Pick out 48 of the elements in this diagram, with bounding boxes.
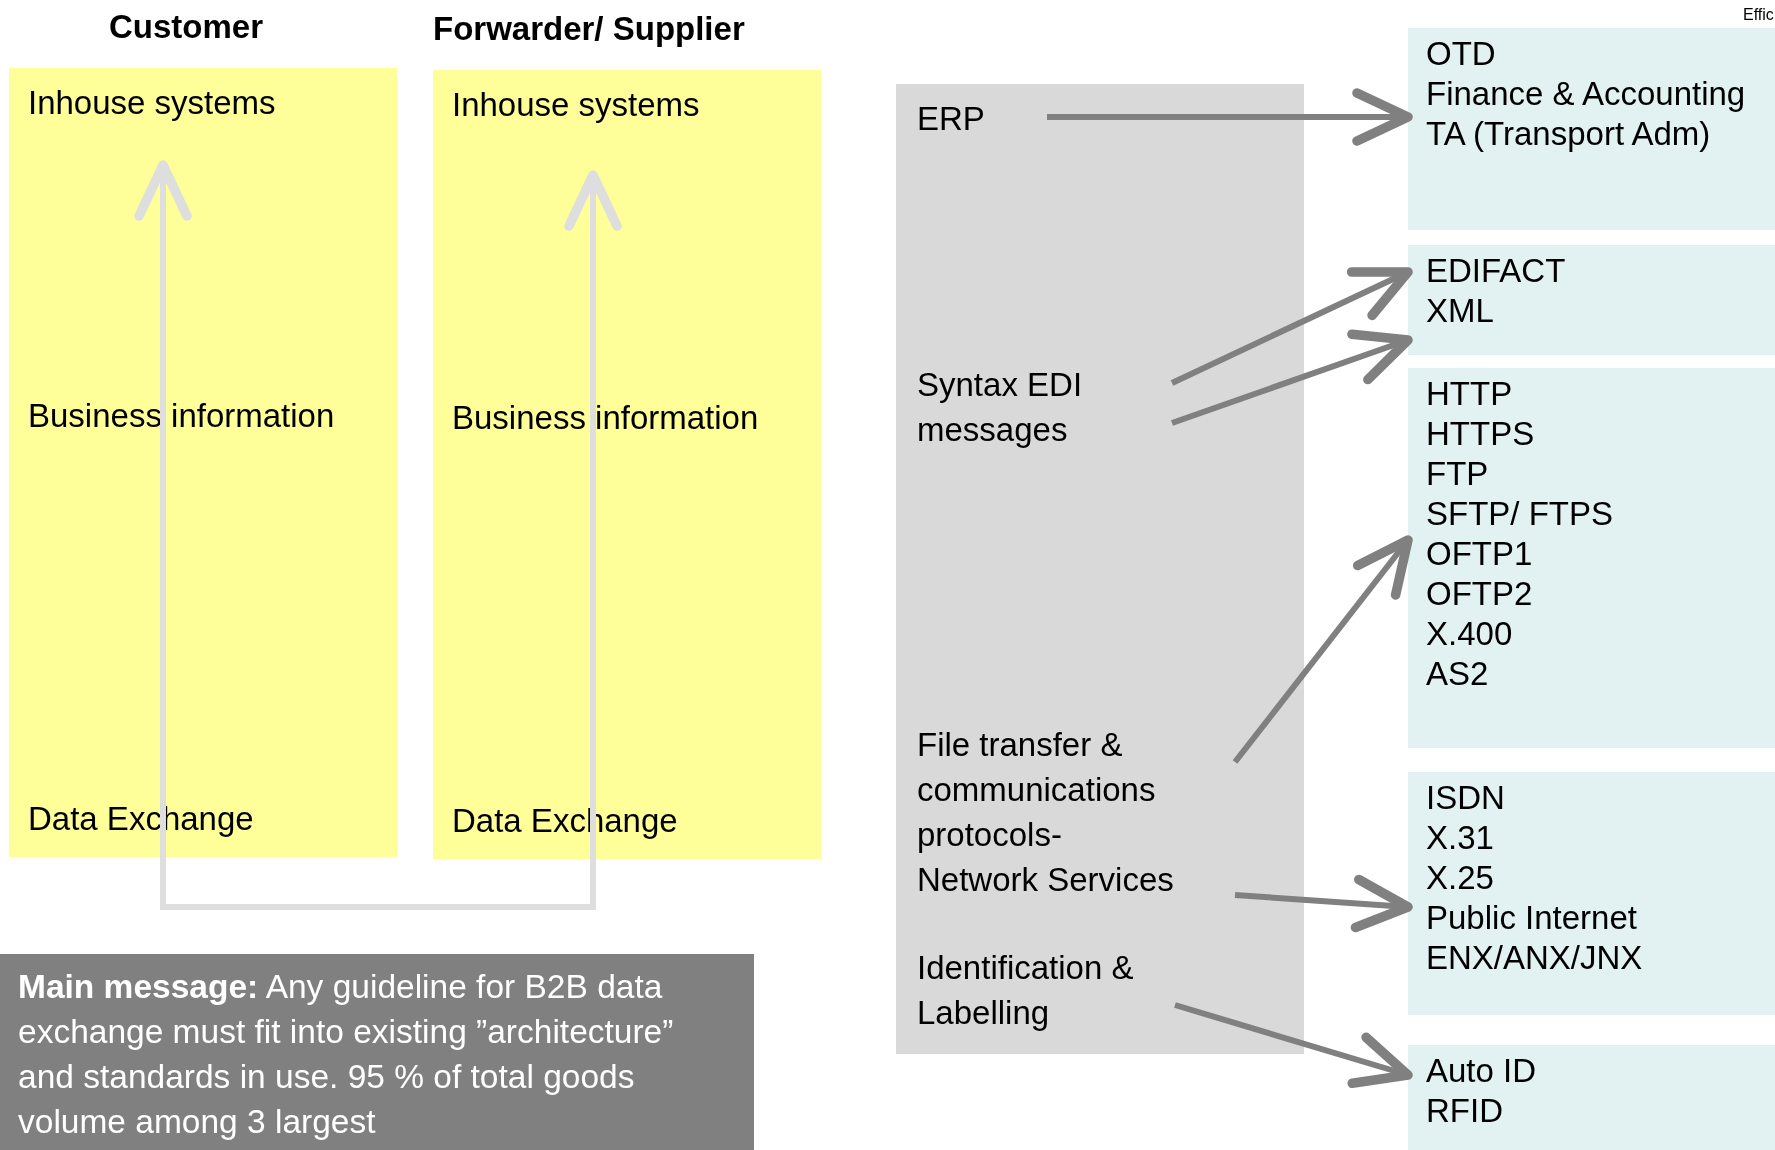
group-panel (896, 84, 1304, 1054)
list-item: Auto ID (1426, 1051, 1538, 1091)
list-item: FTP (1426, 454, 1490, 494)
text-label: Business information (28, 396, 336, 436)
list-panel (1408, 28, 1775, 230)
list-item: OFTP1 (1426, 534, 1534, 574)
main-message-text: Main message: Any guideline for B2B data exchange must fit into existing ”architecture” and standards in use. 95 % of total goods volume among 3 largest (18, 967, 675, 1142)
arrow (1232, 535, 1413, 764)
list-item: HTTP (1426, 374, 1514, 414)
column-heading: Customer (109, 8, 264, 46)
arrow (1047, 88, 1413, 146)
text-label: Data Exchange (452, 801, 679, 841)
list-item: SFTP/ FTPS (1426, 494, 1614, 534)
header-text: Effic (1743, 6, 1774, 24)
list-item: X.31 (1426, 818, 1495, 858)
list-panel (1408, 772, 1775, 1015)
list-item: Public Internet (1426, 898, 1638, 938)
text-label: Syntax EDI messages (917, 365, 1084, 450)
text-label: Data Exchange (28, 799, 255, 839)
list-item: X.25 (1426, 858, 1495, 898)
text-label: File transfer & communications protocols- Network Services (917, 725, 1175, 900)
list-item: OTD (1426, 34, 1497, 74)
list-item: AS2 (1426, 654, 1490, 694)
arrow (1174, 1002, 1413, 1089)
text-label: Inhouse systems (28, 83, 277, 123)
list-item: Finance & Accounting (1426, 74, 1747, 114)
list-item: TA (Transport Adm) (1426, 114, 1712, 154)
list-item: RFID (1426, 1091, 1504, 1131)
list-item: XML (1426, 291, 1495, 331)
message-box (0, 954, 754, 1150)
list-panel (1408, 1045, 1775, 1150)
text-label: ERP (917, 99, 986, 139)
list-item: ISDN (1426, 778, 1506, 818)
text-label: Inhouse systems (452, 85, 701, 125)
list-item: EDIFACT (1426, 251, 1567, 291)
arrow (1234, 874, 1413, 933)
arrow (1170, 267, 1413, 386)
arrow (1171, 329, 1413, 426)
list-item: HTTPS (1426, 414, 1536, 454)
text-label: Identification & Labelling (917, 948, 1135, 1033)
list-item: X.400 (1426, 614, 1514, 654)
list-item: OFTP2 (1426, 574, 1534, 614)
list-panel (1408, 245, 1775, 355)
list-panel (1408, 368, 1775, 748)
text-label: Business information (452, 398, 760, 438)
list-item: ENX/ANX/JNX (1426, 938, 1644, 978)
column-heading: Forwarder/ Supplier (433, 10, 745, 48)
arrow (134, 160, 622, 910)
